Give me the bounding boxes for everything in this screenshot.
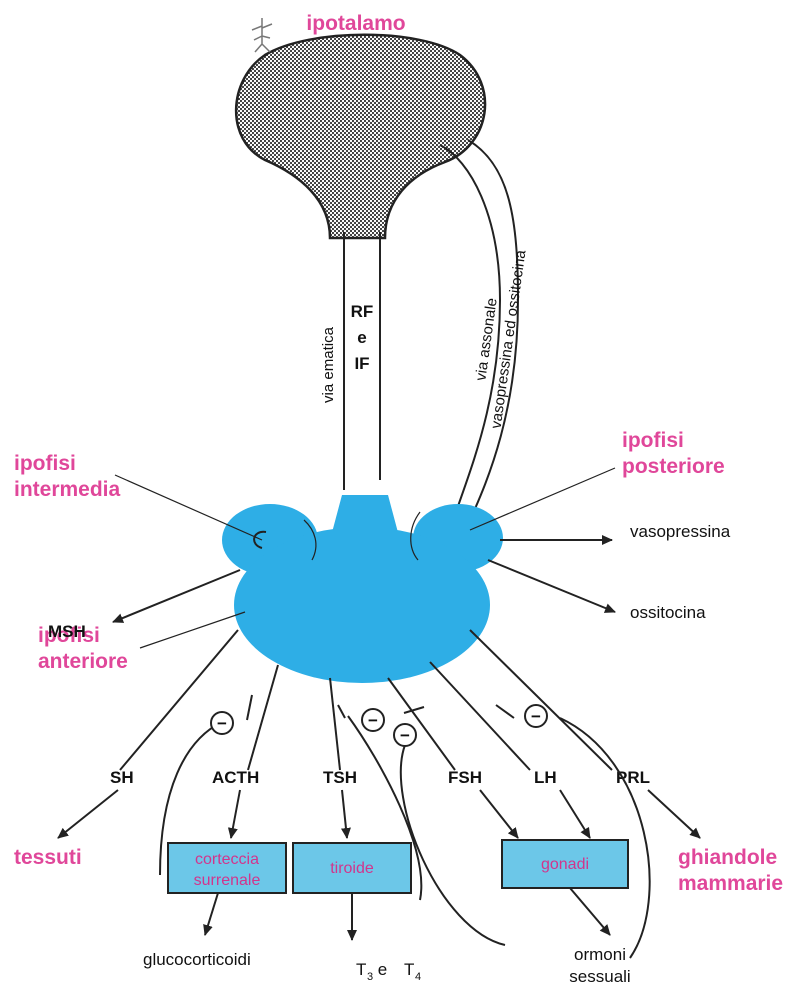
- tiroide-box: tiroide: [293, 843, 411, 893]
- ipofisi-posteriore-label-1: ipofisi: [622, 429, 684, 452]
- tiroide-label: tiroide: [330, 860, 374, 877]
- ghiandole-mammarie-label-2: mammarie: [678, 872, 783, 895]
- ipofisi-anteriore-label-2: anteriore: [38, 650, 128, 673]
- minus-icon: −: [525, 705, 547, 727]
- t3-e-label: e: [373, 960, 392, 979]
- rf-label: RF: [351, 302, 374, 321]
- ipofisi-intermedia-label-2: intermedia: [14, 478, 121, 501]
- msh-output: MSH: [48, 570, 240, 641]
- vasopressina-label: vasopressina: [630, 522, 731, 541]
- gonadi-label: gonadi: [541, 856, 589, 873]
- vasopressina-output: vasopressina: [500, 522, 731, 541]
- ipofisi-intermedia-callout: ipofisi intermedia: [14, 452, 262, 540]
- ipofisi-intermedia-label-1: ipofisi: [14, 452, 76, 475]
- t4-letter: T: [404, 960, 414, 979]
- corteccia-label-2: surrenale: [194, 872, 261, 889]
- glucocorticoidi-label: glucocorticoidi: [143, 950, 251, 969]
- t3-t4-label: T 3 e T 4: [356, 960, 421, 983]
- portal-vessel: via ematica RF e IF: [320, 232, 380, 490]
- box-outputs: [205, 888, 610, 940]
- corteccia-surrenale-box: corteccia surrenale: [168, 843, 286, 893]
- t4-subscript: 4: [415, 971, 421, 983]
- minus-icon: −: [394, 724, 416, 746]
- tessuti-label: tessuti: [14, 846, 82, 869]
- t3-letter: T: [356, 960, 366, 979]
- ipofisi-posteriore-label-2: posteriore: [622, 455, 725, 478]
- ormoni-label-2: sessuali: [569, 967, 630, 986]
- ipofisi-posteriore-callout: ipofisi posteriore: [470, 429, 725, 530]
- sh-label: SH: [110, 768, 134, 787]
- pituitary-gland: [222, 495, 503, 683]
- lh-label: LH: [534, 768, 557, 787]
- minus-sign-1: −: [217, 714, 227, 733]
- minus-icon: −: [362, 709, 384, 731]
- ghiandole-mammarie-label-1: ghiandole: [678, 846, 777, 869]
- minus-sign-2: −: [368, 711, 378, 730]
- acth-label: ACTH: [212, 768, 259, 787]
- gonadi-box: gonadi: [502, 840, 628, 888]
- ipotalamo-label: ipotalamo: [306, 12, 405, 35]
- via-ematica-label: via ematica: [320, 326, 337, 403]
- ormoni-label-1: ormoni: [574, 945, 626, 964]
- e-label: e: [357, 328, 366, 347]
- prl-label: PRL: [616, 768, 650, 787]
- minus-sign-4: −: [531, 707, 541, 726]
- hypothalamus: ipotalamo: [236, 12, 485, 238]
- minus-icon: −: [211, 712, 233, 734]
- minus-sign-3: −: [400, 726, 410, 745]
- tsh-label: TSH: [323, 768, 357, 787]
- fsh-label: FSH: [448, 768, 482, 787]
- neuron-icon: [252, 18, 272, 52]
- ossitocina-output: ossitocina: [488, 560, 706, 622]
- msh-label: MSH: [48, 622, 86, 641]
- ossitocina-label: ossitocina: [630, 603, 706, 622]
- axonal-tract: via assonale vasopressina ed ossitocina: [440, 140, 530, 520]
- if-label: IF: [354, 354, 369, 373]
- corteccia-label-1: corteccia: [195, 851, 259, 868]
